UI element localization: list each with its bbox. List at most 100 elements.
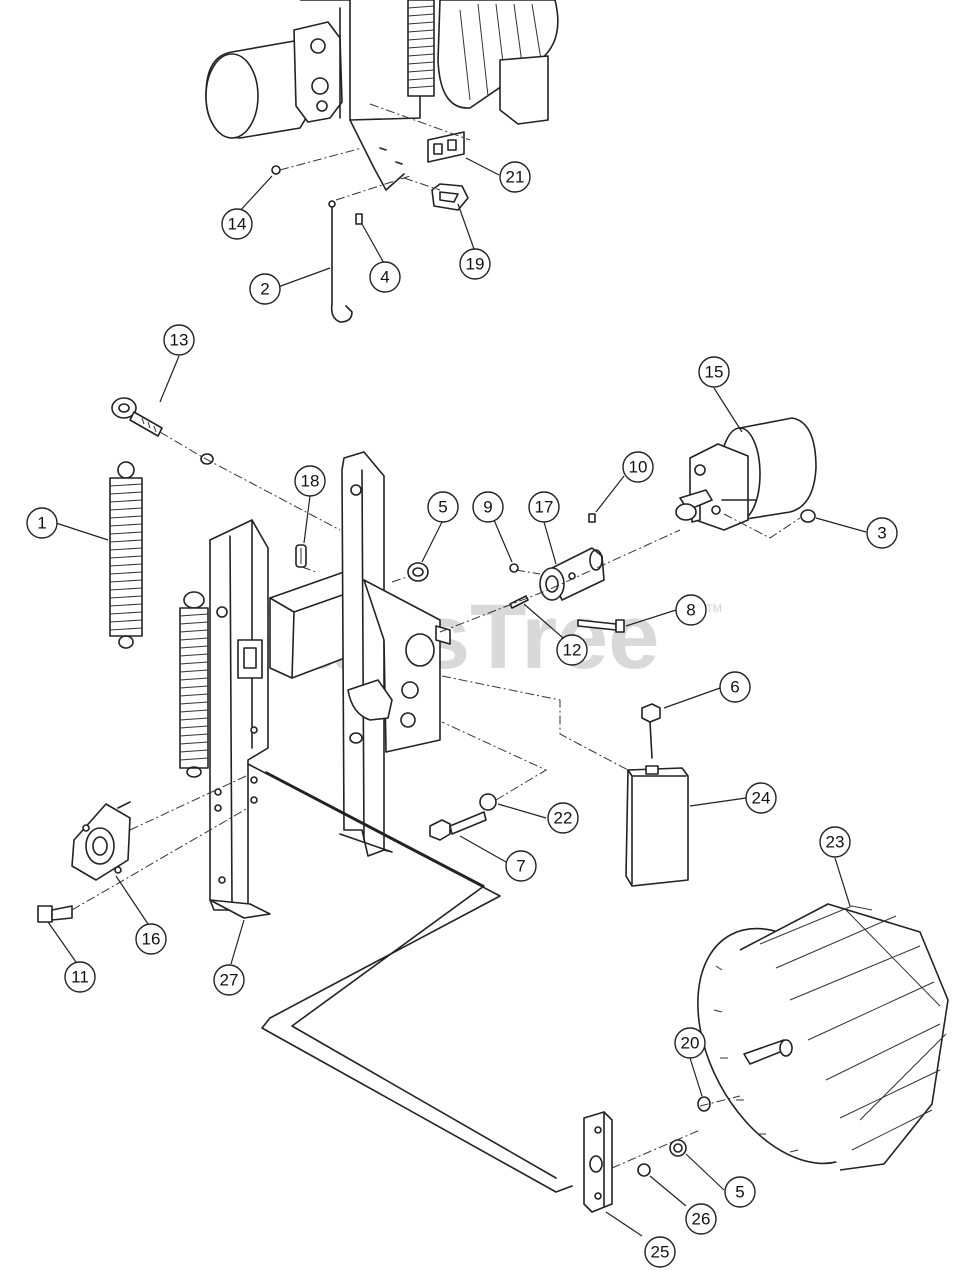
control-plate <box>427 131 465 163</box>
bolt-7 <box>429 811 487 841</box>
svg-text:16: 16 <box>142 930 161 949</box>
top-square-tube <box>499 55 549 125</box>
svg-text:17: 17 <box>535 498 554 517</box>
callout-1[interactable]: 1 <box>26 507 58 539</box>
callout-18[interactable]: 18 <box>294 465 326 497</box>
svg-text:13: 13 <box>170 331 189 350</box>
routing-line-inner <box>265 771 557 1179</box>
nut-22 <box>479 793 497 811</box>
callout-22[interactable]: 22 <box>547 802 579 834</box>
top-motor <box>205 21 343 139</box>
shaft-coupler <box>539 547 605 601</box>
flange-bearing <box>71 801 131 881</box>
callout-27[interactable]: 27 <box>213 964 245 996</box>
callout-15[interactable]: 15 <box>698 356 730 388</box>
callout-2[interactable]: 2 <box>249 273 281 305</box>
nut-26 <box>637 1163 651 1177</box>
callout-10[interactable]: 10 <box>622 451 654 483</box>
routing-line-outer <box>247 763 573 1193</box>
watermark-trademark: TM <box>706 603 722 615</box>
extension-spring-left <box>109 461 143 649</box>
callout-8[interactable]: 8 <box>675 594 707 626</box>
svg-text:5: 5 <box>438 498 447 517</box>
svg-text:15: 15 <box>705 363 724 382</box>
main-bracket-plate <box>341 451 451 857</box>
bolt-8 <box>577 619 625 633</box>
shield-bracket-24 <box>625 765 689 887</box>
svg-text:22: 22 <box>554 809 573 828</box>
callout-11[interactable]: 11 <box>64 961 96 993</box>
svg-text:3: 3 <box>877 524 886 543</box>
callout-9[interactable]: 9 <box>472 491 504 523</box>
svg-text:18: 18 <box>301 472 320 491</box>
svg-text:20: 20 <box>681 1034 700 1053</box>
svg-text:12: 12 <box>563 641 582 660</box>
svg-text:24: 24 <box>752 789 771 808</box>
top-spring <box>407 0 435 97</box>
eye-bolt-nut <box>200 453 214 465</box>
callout-14[interactable]: 14 <box>221 208 253 240</box>
set-screw-9 <box>509 563 519 573</box>
callout-13[interactable]: 13 <box>163 324 195 356</box>
callout-23[interactable]: 23 <box>819 826 851 858</box>
screw-4 <box>355 213 363 225</box>
extension-spring-inner <box>179 591 209 778</box>
callout-6[interactable]: 6 <box>719 671 751 703</box>
main-assembly <box>37 397 949 1213</box>
callout-16[interactable]: 16 <box>135 923 167 955</box>
svg-text:2: 2 <box>260 280 269 299</box>
callout-7[interactable]: 7 <box>505 850 537 882</box>
bearing-plate-25 <box>583 1111 613 1213</box>
top-assembly <box>205 0 559 323</box>
callout-3[interactable]: 3 <box>866 517 898 549</box>
retaining-clip <box>431 183 469 211</box>
callout-5-lower[interactable]: 5 <box>724 1176 756 1208</box>
drive-motor <box>675 417 817 531</box>
svg-text:25: 25 <box>651 1243 670 1262</box>
key-10 <box>588 513 596 523</box>
cable-2 <box>328 200 353 323</box>
callout-bubbles: 21 19 14 4 2 13 15 10 1 18 5 9 17 3 8 12… <box>26 161 898 1268</box>
callout-21[interactable]: 21 <box>499 161 531 193</box>
flange-nut-lower <box>669 1139 687 1157</box>
channel-lower-edge <box>339 833 393 853</box>
svg-text:6: 6 <box>730 678 739 697</box>
vertical-channel <box>209 519 271 919</box>
slotted-pin <box>295 544 307 568</box>
svg-text:21: 21 <box>506 168 525 187</box>
flange-nut-upper <box>407 562 429 582</box>
svg-text:11: 11 <box>71 968 89 987</box>
callout-19[interactable]: 19 <box>459 248 491 280</box>
leader-lines <box>47 157 867 1237</box>
callout-25[interactable]: 25 <box>644 1236 676 1268</box>
svg-text:10: 10 <box>629 458 648 477</box>
callout-20[interactable]: 20 <box>674 1027 706 1059</box>
callout-17[interactable]: 17 <box>528 491 560 523</box>
callout-4[interactable]: 4 <box>369 261 401 293</box>
svg-text:7: 7 <box>516 857 525 876</box>
callout-26[interactable]: 26 <box>685 1203 717 1235</box>
svg-text:19: 19 <box>466 255 485 274</box>
callout-5-upper[interactable]: 5 <box>427 491 459 523</box>
cage-wheel-23 <box>697 903 949 1171</box>
eye-bolt <box>111 397 163 437</box>
svg-text:9: 9 <box>483 498 492 517</box>
nut-3 <box>800 509 816 523</box>
callout-12[interactable]: 12 <box>556 634 588 666</box>
svg-text:26: 26 <box>692 1210 711 1229</box>
svg-text:14: 14 <box>228 215 247 234</box>
svg-text:27: 27 <box>220 971 239 990</box>
carriage-bolt-11 <box>37 905 73 923</box>
washer-20 <box>697 1096 711 1112</box>
svg-text:23: 23 <box>826 833 845 852</box>
linkage-pins <box>379 147 403 165</box>
bolt-6 <box>641 703 661 759</box>
svg-text:4: 4 <box>380 268 389 287</box>
svg-text:8: 8 <box>686 601 695 620</box>
linkage-rod <box>349 119 405 191</box>
nut-14 <box>271 165 281 175</box>
svg-text:1: 1 <box>37 514 46 533</box>
callout-24[interactable]: 24 <box>745 782 777 814</box>
